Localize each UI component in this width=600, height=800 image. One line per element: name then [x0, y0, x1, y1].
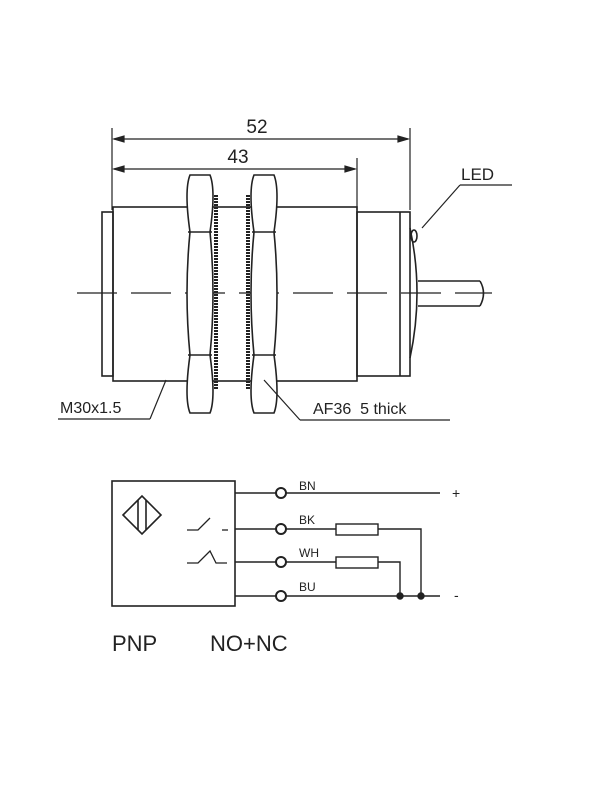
sensor-body [101, 206, 418, 382]
terminal-minus: - [454, 587, 459, 603]
output-type-label: PNP [112, 631, 157, 656]
terminal-plus: + [452, 485, 460, 501]
wire-label-wh: WH [299, 546, 319, 560]
sensor-block [111, 480, 236, 607]
dimension-43: 43 [227, 147, 248, 168]
dimension-lines [111, 128, 411, 210]
nut-label: AF36 5 thick [313, 401, 407, 418]
wire-label-bu: BU [299, 580, 316, 594]
lock-nut-left [186, 174, 218, 414]
wire-label-bk: BK [299, 513, 315, 527]
wires [235, 487, 440, 602]
leader-lines [58, 184, 512, 421]
lock-nut-right [246, 174, 278, 414]
wire-label-bn: BN [299, 479, 316, 493]
no-contact-icon [187, 517, 228, 531]
contact-type-label: NO+NC [210, 631, 288, 656]
dimension-52: 52 [246, 117, 267, 138]
led-label: LED [461, 165, 494, 184]
nc-contact-icon [187, 549, 227, 564]
thread-label: M30x1.5 [60, 400, 121, 417]
sensor-symbol-icon [121, 494, 163, 536]
